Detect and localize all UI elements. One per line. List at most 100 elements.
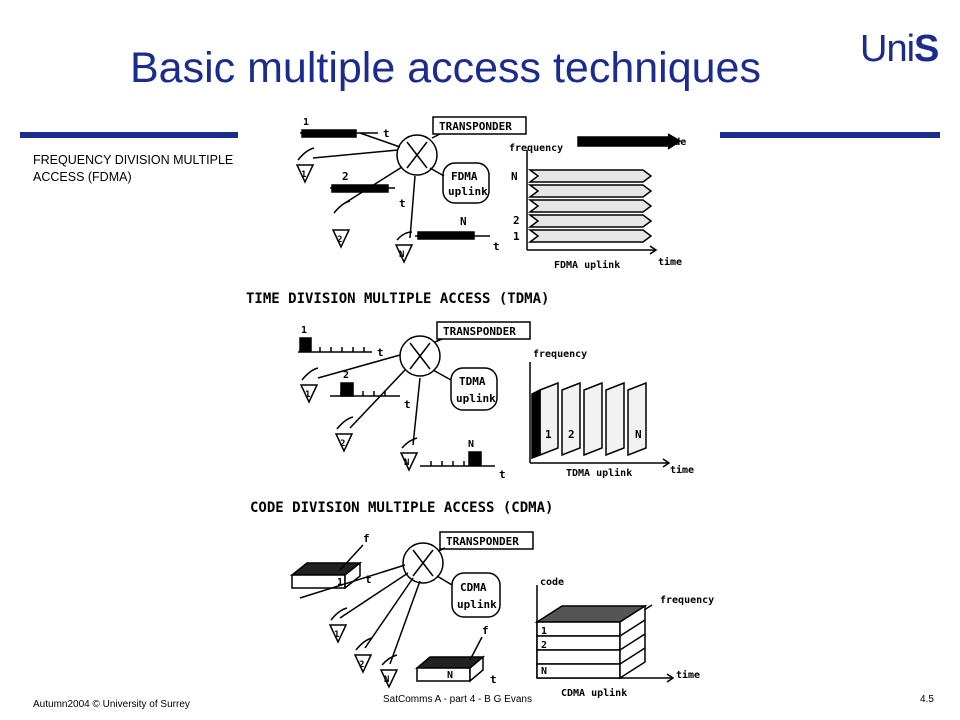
cdma-transponder-box: [439, 531, 534, 550]
tdma-transponder-label: TRANSPONDER: [443, 325, 516, 338]
fdma-signal-label-n: N: [460, 215, 467, 228]
fdma-transponder-box: [432, 116, 527, 135]
university-logo: UniS: [860, 28, 939, 71]
title-rule-left: [20, 132, 238, 138]
fdma-axis-x-label: time: [658, 256, 682, 268]
fdma-t-label-3: t: [493, 240, 500, 253]
cdma-f-label-1: f: [363, 532, 370, 545]
fdma-station-n: [394, 244, 414, 264]
cdma-uplink-line1: CDMA: [460, 581, 487, 594]
tdma-satellite-grid: [409, 342, 431, 370]
cdma-station-n: [379, 669, 399, 689]
tdma-station-label-2: 2: [340, 439, 345, 449]
tdma-slot-signal-n: [468, 451, 482, 466]
cdma-caption: CDMA uplink: [561, 687, 627, 699]
tdma-uplink-box: [450, 367, 498, 411]
fdma-label: FREQUENCY DIVISION MULTIPLE ACCESS (FDMA…: [33, 152, 303, 186]
fdma-satellite-grid: [406, 141, 428, 169]
fdma-carriers: [527, 169, 653, 243]
cdma-layer-2: [536, 635, 621, 651]
tdma-slot-label-1: 1: [545, 428, 552, 441]
tdma-station-n: [399, 452, 419, 472]
cdma-station-label-n: N: [384, 675, 389, 685]
fdma-carrier-label-2: 2: [513, 214, 520, 227]
fdma-satellite: [396, 134, 438, 176]
tdma-axis-y-label: frequency: [533, 349, 587, 360]
fdma-section: TRANSPONDER FDMA uplink 1 t 2 t N t 1 2 …: [295, 116, 686, 271]
cdma-station-2: [353, 654, 373, 674]
tdma-slot-1: [539, 381, 559, 457]
fdma-signal-label-1: 1: [303, 117, 309, 128]
tdma-heading: TIME DIVISION MULTIPLE ACCESS (TDMA): [246, 291, 549, 307]
tdma-t-label-3: t: [499, 468, 506, 481]
cdma-transponder-label: TRANSPONDER: [446, 535, 519, 548]
cdma-signal-box-n: [416, 667, 471, 682]
tdma-slot-signal-2: [340, 382, 354, 397]
fdma-axis-y-label: frequency: [509, 143, 563, 154]
tdma-slot-n: [627, 381, 647, 457]
tdma-station-label-n: N: [404, 458, 409, 468]
cdma-layer-label-n: N: [541, 666, 547, 677]
tdma-slot-4: [605, 381, 625, 457]
cdma-layer-1: [536, 621, 621, 637]
tdma-station-label-1: 1: [305, 390, 310, 400]
cdma-satellite: [402, 542, 444, 584]
fdma-station-label-1: 1: [301, 170, 306, 180]
fdma-uplink-line1: FDMA: [451, 170, 478, 183]
tdma-slot-signal-1: [299, 337, 312, 352]
fdma-label-line1: FREQUENCY DIVISION MULTIPLE: [33, 153, 234, 167]
tdma-t-label-2: t: [404, 398, 411, 411]
cdma-t-label-1: t: [365, 573, 372, 586]
tdma-section: TIME DIVISION MULTIPLE ACCESS (TDMA) TRA…: [246, 291, 694, 481]
tdma-transponder-box: [436, 321, 531, 340]
fdma-station-2: [331, 229, 351, 249]
fdma-transponder-label: TRANSPONDER: [439, 120, 512, 133]
fdma-uplink-box: [442, 162, 490, 204]
cdma-signal-label-1: 1: [337, 577, 343, 588]
fdma-carrier-n: [527, 169, 653, 183]
slide-title: Basic multiple access techniques: [130, 44, 761, 92]
tdma-slots: [531, 381, 647, 460]
cdma-satellite-grid: [412, 549, 434, 577]
tdma-axis-x-label: time: [670, 464, 694, 476]
tdma-satellite: [399, 335, 441, 377]
tdma-uplink-line1: TDMA: [459, 375, 486, 388]
cdma-section: CODE DIVISION MULTIPLE ACCESS (CDMA) TRA…: [250, 500, 714, 699]
fdma-mode-label: continuous mode: [596, 136, 686, 148]
fdma-signal-label-2: 2: [342, 170, 349, 183]
fdma-carrier-label-n: N: [511, 170, 518, 183]
cdma-layer-3: [536, 649, 621, 665]
fdma-carrier-2: [527, 214, 653, 228]
fdma-label-line2: ACCESS (FDMA): [33, 170, 132, 184]
fdma-station-label-n: N: [399, 250, 404, 260]
fdma-t-label-1: t: [383, 127, 390, 140]
tdma-signal-label-2: 2: [343, 370, 349, 381]
fdma-carrier-1: [527, 229, 653, 243]
title-rule-right: [720, 132, 940, 138]
footer-course: SatComms A - part 4 - B G Evans: [383, 694, 532, 705]
footer-page-number: 4.5: [920, 694, 934, 705]
tdma-slot-3: [583, 381, 603, 457]
cdma-heading: CODE DIVISION MULTIPLE ACCESS (CDMA): [250, 500, 553, 516]
tdma-station-1: [299, 384, 319, 404]
tdma-signal-label-1: 1: [301, 325, 307, 336]
tdma-station-2: [334, 433, 354, 453]
tdma-caption: TDMA uplink: [566, 467, 632, 479]
cdma-f-label-2: f: [482, 624, 489, 637]
tdma-slot-label-n: N: [635, 428, 642, 441]
tdma-slot-label-2: 2: [568, 428, 575, 441]
cdma-uplink-line2: uplink: [457, 598, 497, 611]
cdma-axis-x-label: time: [676, 669, 700, 681]
cdma-axis-z-label: frequency: [660, 595, 714, 606]
fdma-caption: FDMA uplink: [554, 259, 620, 271]
tdma-uplink-line2: uplink: [456, 392, 496, 405]
fdma-carrier-4: [527, 184, 653, 198]
fdma-carrier-3: [527, 199, 653, 213]
fdma-uplink-line2: uplink: [448, 185, 488, 198]
cdma-station-label-1: 1: [334, 630, 339, 640]
cdma-layers: [534, 604, 648, 680]
fdma-station-label-2: 2: [337, 235, 342, 245]
tdma-signal-label-n: N: [468, 439, 474, 450]
cdma-signal-label-n: N: [447, 670, 453, 681]
